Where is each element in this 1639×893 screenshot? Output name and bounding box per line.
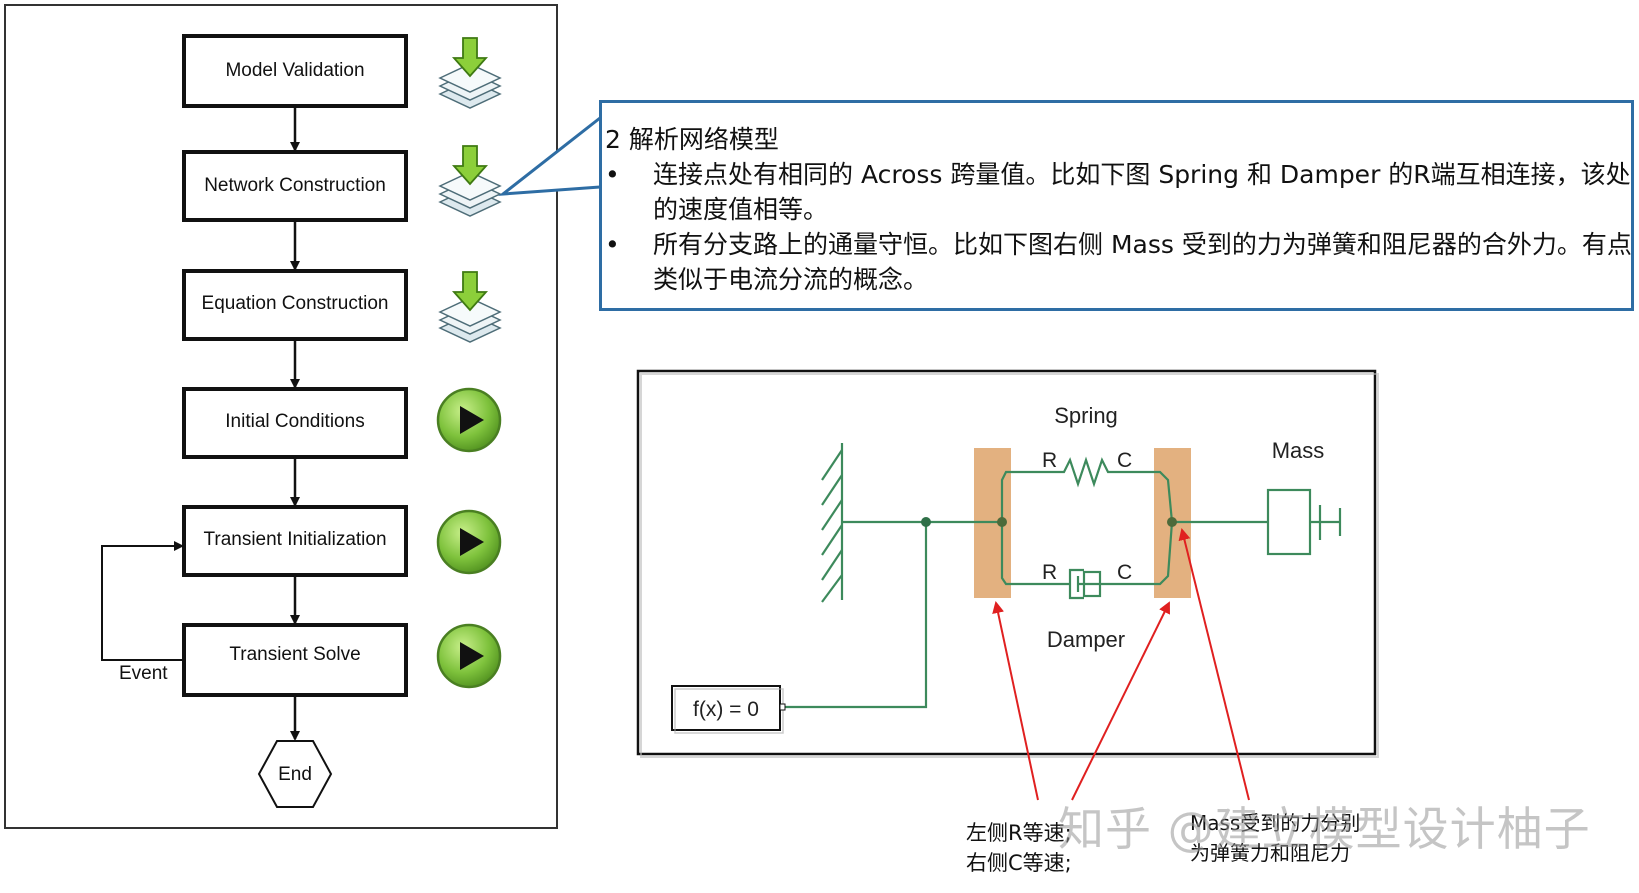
callout-pointer xyxy=(498,116,601,196)
flow-step-label: Network Construction xyxy=(204,175,386,196)
mass-label: Mass xyxy=(1272,438,1325,463)
right-node xyxy=(1167,517,1177,527)
wall-ground-icon xyxy=(821,443,844,603)
flow-step-initial-conditions: Initial Conditions xyxy=(182,387,408,459)
spring-port-c: C xyxy=(1117,449,1132,472)
bullet-icon: • xyxy=(605,160,620,189)
note-bullet-text: 所有分支路上的通量守恒。比如下图右侧 Mass 受到的力为弹簧和阻尼器的合外力。… xyxy=(653,230,1632,294)
circuit-wires xyxy=(784,456,1268,709)
note-bullet-item: • 连接点处有相同的 Across 跨量值。比如下图 Spring 和 Damp… xyxy=(605,157,1635,227)
flow-step-label: Transient Initialization xyxy=(203,529,386,550)
junction-node xyxy=(921,517,931,527)
annotation-right: Mass受到的力分别 为弹簧力和阻尼力 xyxy=(1190,808,1360,868)
flow-step-transient-initialization: Transient Initialization xyxy=(182,505,408,577)
flow-step-label: Model Validation xyxy=(225,60,364,81)
note-bullet-text: 连接点处有相同的 Across 跨量值。比如下图 Spring 和 Damper… xyxy=(653,160,1631,224)
note-title: 2 解析网络模型 xyxy=(605,125,779,154)
mass-block-icon xyxy=(1266,488,1342,556)
flow-step-equation-construction: Equation Construction xyxy=(182,269,408,341)
solver-block: f(x) = 0 xyxy=(671,685,786,734)
note-text: 2 解析网络模型 • 连接点处有相同的 Across 跨量值。比如下图 Spri… xyxy=(605,122,1635,297)
spring-label: Spring xyxy=(1054,403,1118,428)
flow-step-label: Initial Conditions xyxy=(225,411,364,432)
event-label: Event xyxy=(119,663,168,684)
bullet-icon: • xyxy=(605,230,620,259)
left-node xyxy=(997,517,1007,527)
damper-label: Damper xyxy=(1047,627,1125,652)
play-icon xyxy=(436,509,502,575)
annotation-left: 左侧R等速; 右侧C等速; xyxy=(966,818,1072,878)
damper-port-r: R xyxy=(1042,561,1057,584)
spring-port-r: R xyxy=(1042,449,1057,472)
solver-label: f(x) = 0 xyxy=(693,698,759,721)
play-icon xyxy=(436,387,502,453)
play-icon xyxy=(436,623,502,689)
flow-step-label: Transient Solve xyxy=(229,644,360,665)
watermark: 知乎 @建立模型设计柚子 xyxy=(1058,802,1591,856)
flow-step-transient-solve: Transient Solve xyxy=(182,623,408,697)
annotation-left-line1: 左侧R等速; xyxy=(966,821,1072,845)
flow-step-network-construction: Network Construction xyxy=(182,150,408,222)
damper-port-c: C xyxy=(1117,561,1132,584)
flow-step-label: Equation Construction xyxy=(202,293,389,314)
end-label: End xyxy=(278,764,312,785)
annotation-arrows xyxy=(992,528,1250,801)
note-bullet-item: • 所有分支路上的通量守恒。比如下图右侧 Mass 受到的力为弹簧和阻尼器的合外… xyxy=(605,227,1635,297)
annotation-right-line1: Mass受到的力分别 xyxy=(1190,811,1361,835)
end-node: End xyxy=(257,740,333,808)
flow-step-model-validation: Model Validation xyxy=(182,34,408,108)
note-box xyxy=(599,100,1634,311)
event-loop-arrow xyxy=(101,541,184,661)
annotation-right-line2: 为弹簧力和阻尼力 xyxy=(1190,841,1350,865)
annotation-left-line2: 右侧C等速; xyxy=(966,851,1072,875)
